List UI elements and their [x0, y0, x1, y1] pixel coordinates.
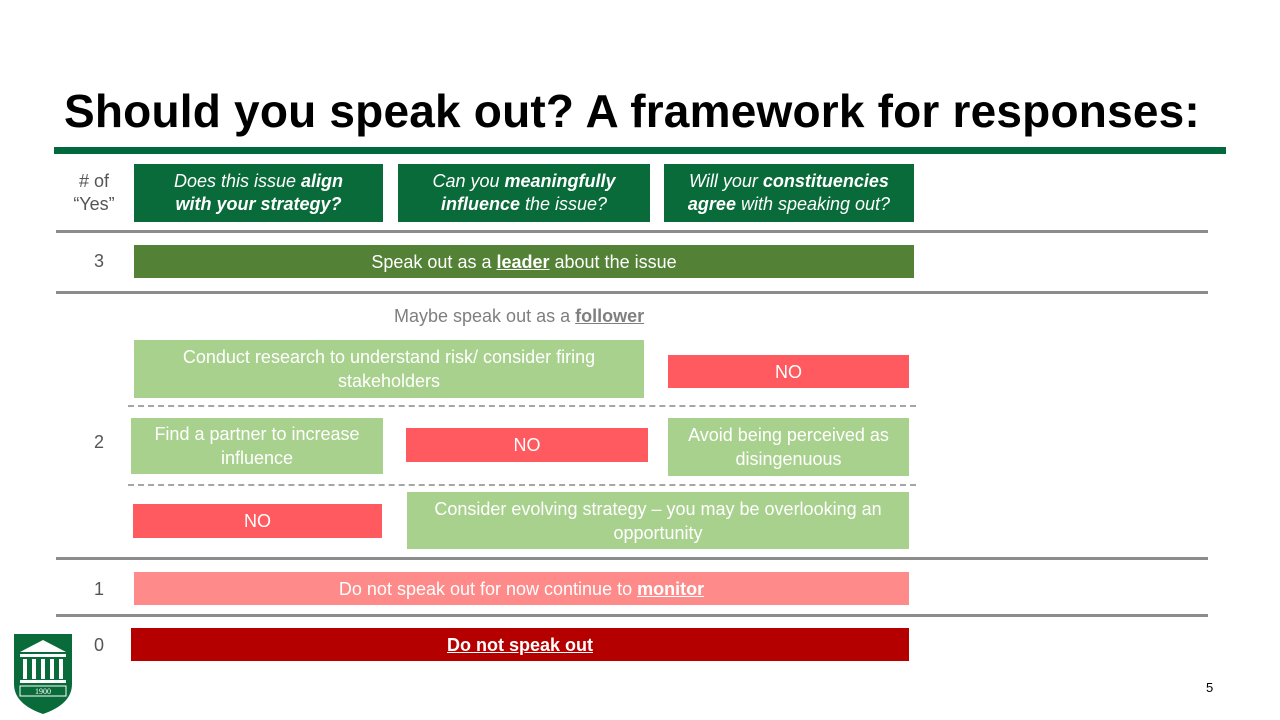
find-partner-box: Find a partner to increase influence	[131, 418, 383, 474]
evolve-strategy-box: Consider evolving strategy – you may be …	[407, 492, 909, 549]
speak-out-leader-bar: Speak out as a leader about the issue	[134, 245, 914, 278]
yes-count-label-line2: “Yes”	[73, 194, 115, 214]
title-rule	[54, 147, 1226, 154]
no-box: NO	[406, 428, 648, 462]
question-influence-text2: the issue?	[519, 194, 608, 214]
leader-bar-text2: about the issue	[549, 251, 677, 272]
do-not-speak-bar: Do not speak out	[131, 628, 909, 661]
avoid-disingenuous-box: Avoid being perceived as disingenuous	[668, 418, 909, 476]
row-number-2: 2	[93, 432, 104, 452]
page-number: 5	[1206, 680, 1214, 695]
slide-title: Should you speak out? A framework for re…	[64, 85, 1200, 137]
no-box: NO	[668, 355, 909, 388]
follower-caption: Maybe speak out as a follower	[394, 306, 644, 327]
question-constituencies: Will your constituencies agree with spea…	[664, 164, 914, 222]
yes-count-label-line1: # of	[78, 171, 110, 191]
dashed-divider	[128, 405, 916, 407]
monitor-bar: Do not speak out for now continue to mon…	[134, 572, 909, 605]
dashed-divider	[128, 484, 916, 486]
question-strategy-bold2: with your strategy?	[175, 194, 342, 214]
row-divider	[56, 230, 1208, 233]
monitor-bar-text: Do not speak out for now continue to	[338, 578, 638, 599]
leader-link[interactable]: leader	[496, 251, 550, 272]
question-constituencies-text: Will your	[689, 171, 763, 191]
yes-count-label: # of “Yes”	[64, 170, 124, 216]
conduct-research-box: Conduct research to understand risk/ con…	[134, 340, 644, 398]
logo-year: 1900	[35, 687, 51, 696]
question-constituencies-bold: constituencies	[762, 171, 889, 191]
question-influence-text: Can you	[432, 171, 505, 191]
do-not-speak-link[interactable]: Do not speak out	[446, 634, 593, 655]
follower-link[interactable]: follower	[575, 306, 645, 326]
question-strategy-text: Does this issue	[173, 171, 302, 191]
question-constituencies-bold2: agree	[687, 194, 736, 214]
row-divider	[56, 557, 1208, 560]
leader-bar-text: Speak out as a	[371, 251, 497, 272]
question-constituencies-text2: with speaking out?	[735, 194, 891, 214]
no-box: NO	[133, 504, 382, 538]
row-divider	[56, 614, 1208, 617]
college-seal-logo-icon: 1900	[14, 634, 72, 714]
row-number-1: 1	[93, 579, 104, 599]
question-strategy-bold: align	[301, 171, 344, 191]
monitor-link[interactable]: monitor	[637, 578, 705, 599]
question-strategy: Does this issue align with your strategy…	[134, 164, 383, 222]
row-number-0: 0	[93, 635, 104, 655]
question-influence-bold2: influence	[440, 194, 520, 214]
follower-caption-text: Maybe speak out as a	[394, 306, 576, 326]
row-divider	[56, 291, 1208, 294]
row-number-3: 3	[93, 251, 104, 271]
question-influence-bold: meaningfully	[504, 171, 616, 191]
question-influence: Can you meaningfully influence the issue…	[398, 164, 650, 222]
